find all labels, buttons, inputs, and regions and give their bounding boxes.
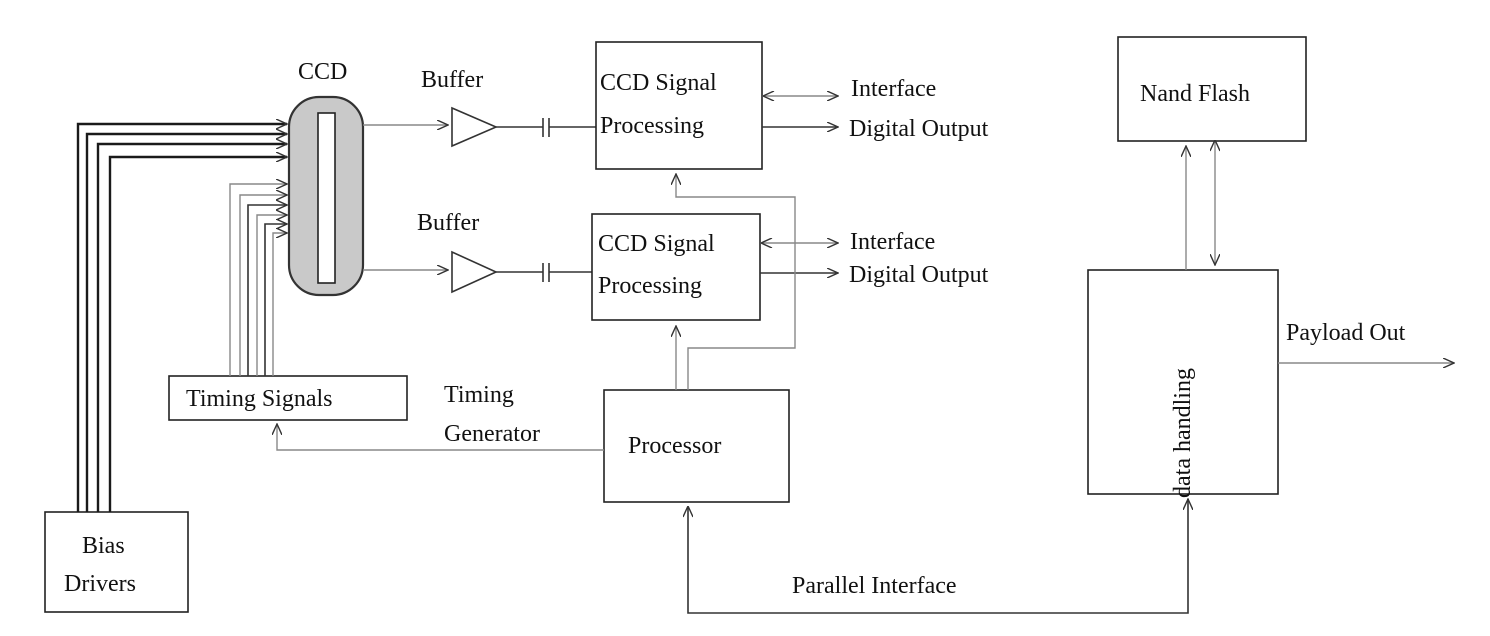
buffer-top-amplifier — [451, 106, 499, 148]
parallel-interface-label: Parallel Interface — [792, 573, 957, 599]
data-handling-box — [1087, 269, 1279, 495]
digital-output-top-label: Digital Output — [849, 116, 989, 142]
processor-label: Processor — [628, 433, 721, 459]
timing-signals-label: Timing Signals — [186, 386, 333, 412]
capacitor-bottom — [496, 263, 596, 282]
interface-bottom-label: Interface — [850, 229, 935, 255]
buffer-top-label: Buffer — [421, 67, 483, 93]
processor-to-sp-top-wire — [676, 174, 796, 390]
ccd-signal-processing-top-box — [595, 41, 763, 170]
timing-signals-to-ccd-wires — [229, 184, 287, 376]
payload-out-label: Payload Out — [1286, 320, 1406, 346]
ccd-label: CCD — [298, 59, 347, 85]
bias-drivers-label-line2: Drivers — [64, 571, 136, 597]
nand-flash-box — [1117, 36, 1307, 142]
interface-top-label: Interface — [851, 76, 936, 102]
parallel-interface-wire — [688, 499, 1188, 614]
bias-drivers-box — [44, 511, 189, 613]
buffer-bottom-amplifier — [451, 250, 498, 294]
bias-drivers-label-line1: Bias — [82, 533, 125, 559]
bias-drivers-to-ccd-wires — [76, 124, 287, 512]
nand-flash-label: Nand Flash — [1140, 81, 1250, 107]
capacitor-top — [496, 118, 596, 137]
ccd-signal-processing-top-line2: Processing — [600, 113, 704, 139]
timing-generator-wire — [277, 424, 604, 451]
timing-generator-label-line2: Generator — [444, 421, 540, 447]
timing-generator-label-line1: Timing — [444, 382, 514, 408]
ccd-signal-processing-bottom-box — [591, 213, 761, 321]
timing-signals-box — [168, 375, 408, 421]
buffer-bottom-label: Buffer — [417, 210, 479, 236]
processor-box — [603, 389, 790, 503]
ccd-signal-processing-bottom-line2: Processing — [598, 273, 702, 299]
digital-output-bottom-label: Digital Output — [849, 262, 989, 288]
ccd-signal-processing-bottom-line1: CCD Signal — [598, 231, 715, 257]
data-handling-label: data handling — [1170, 368, 1196, 498]
ccd-sensor — [287, 95, 365, 297]
ccd-signal-processing-top-line1: CCD Signal — [600, 70, 717, 96]
